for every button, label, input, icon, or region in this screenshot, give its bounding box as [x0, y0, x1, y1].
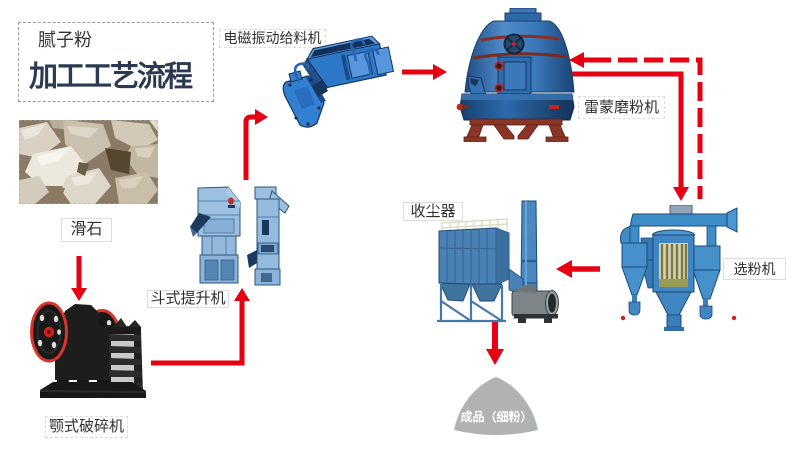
svg-text:成品（细粉）: 成品（细粉） — [460, 409, 532, 424]
